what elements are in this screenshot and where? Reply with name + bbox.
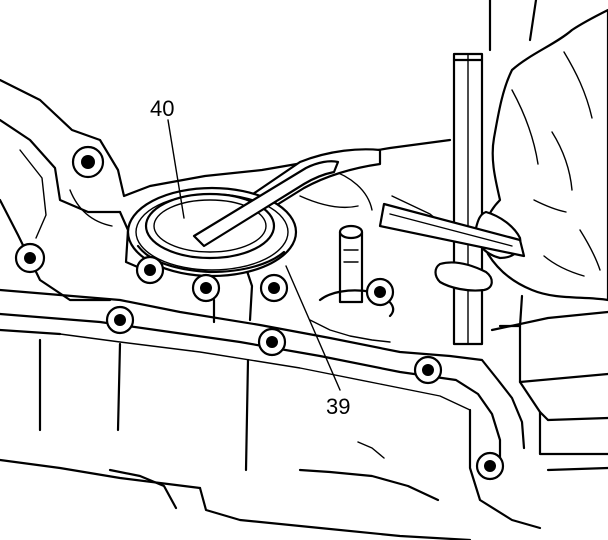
bolt-flange-3 [413, 355, 443, 385]
callout-40-label: 40 [150, 96, 174, 121]
bolt-mid-2 [191, 273, 221, 303]
control-shaft [309, 224, 395, 343]
vertical-bar [452, 0, 538, 346]
bolt-flange-4 [475, 451, 505, 481]
oil-pan-flange [0, 288, 542, 540]
bolt-mid-1 [135, 255, 165, 285]
bolt-flange-2 [257, 327, 287, 357]
bolt-mid-3 [259, 273, 289, 303]
rear-cover-seal [126, 160, 340, 278]
bolt-left [14, 242, 46, 274]
bolt-flange-1 [105, 305, 135, 335]
bolt-shaft-base [365, 277, 395, 307]
bolt-top-left [71, 145, 105, 179]
callout-40: 40 [150, 96, 185, 219]
callout-39-label: 39 [326, 394, 350, 419]
callout-39: 39 [285, 265, 350, 419]
right-bracket [490, 294, 608, 472]
